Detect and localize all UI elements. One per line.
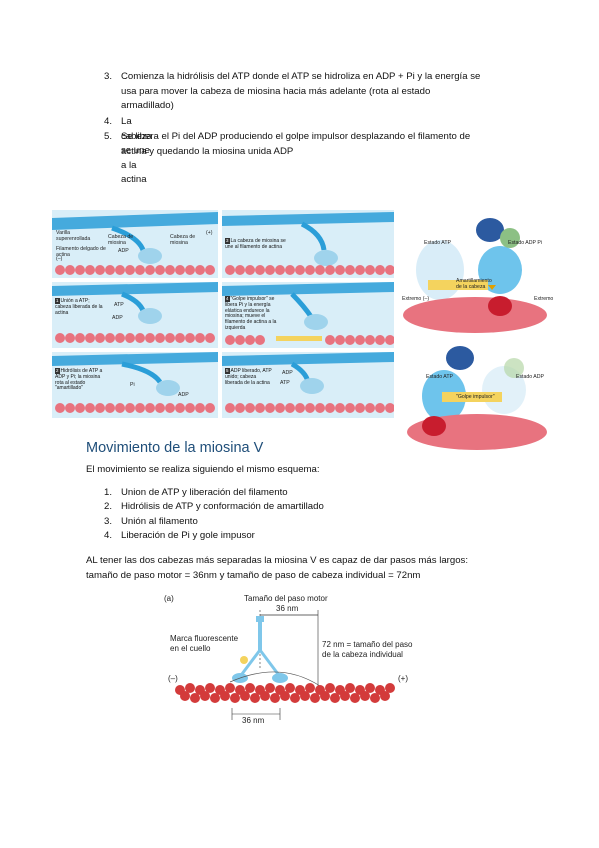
bottom-measure-label: 36 nm	[242, 716, 265, 725]
fluorescent-mark-label: Marca fluorescente en el cuello	[170, 634, 239, 653]
myosin-model-bottom: Estado ATP Estado ADP "Golpe impulsor"	[404, 340, 550, 452]
myosin-model-top: Estado ATP Estado ADP Pi Amartillamiento…	[400, 210, 553, 334]
panel-step-3-drawing	[222, 212, 394, 275]
panel-step-5-drawing	[222, 352, 394, 413]
head-step-label: 72 nm = tamaño del paso de la cabeza ind…	[322, 640, 413, 659]
section-heading: Movimiento de la miosina V	[86, 440, 264, 456]
figure2-panel-label: (a)	[164, 594, 174, 603]
panel-step-2-drawing	[52, 352, 218, 413]
myosin-v-step-figure: (a) Tamaño del paso motor 36 nm Marca fl…	[160, 590, 420, 730]
panel-step-1-drawing	[52, 282, 218, 343]
section-intro: El movimiento se realiza siguiendo el mi…	[86, 464, 320, 475]
plus-end-label: (+)	[398, 674, 408, 683]
panel-step-4: 4"Golpe impulsor" se libera Pi y la ener…	[222, 282, 394, 348]
panel-initial-drawing	[52, 212, 218, 275]
section-paragraph: AL tener las dos cabezas más separadas l…	[86, 555, 468, 581]
panel-initial: Varilla superenrollada Cabeza de miosina…	[52, 210, 218, 278]
minus-end-label: (–)	[168, 674, 178, 683]
myosin-v-step-drawing	[175, 610, 395, 720]
myosin-model-bottom-drawing	[407, 346, 547, 450]
top-measure-label: 36 nm	[276, 604, 299, 613]
panel-step-4-drawing	[222, 282, 394, 345]
figure2-title: Tamaño del paso motor	[244, 594, 328, 603]
myosin-model-top-drawing	[403, 218, 547, 333]
